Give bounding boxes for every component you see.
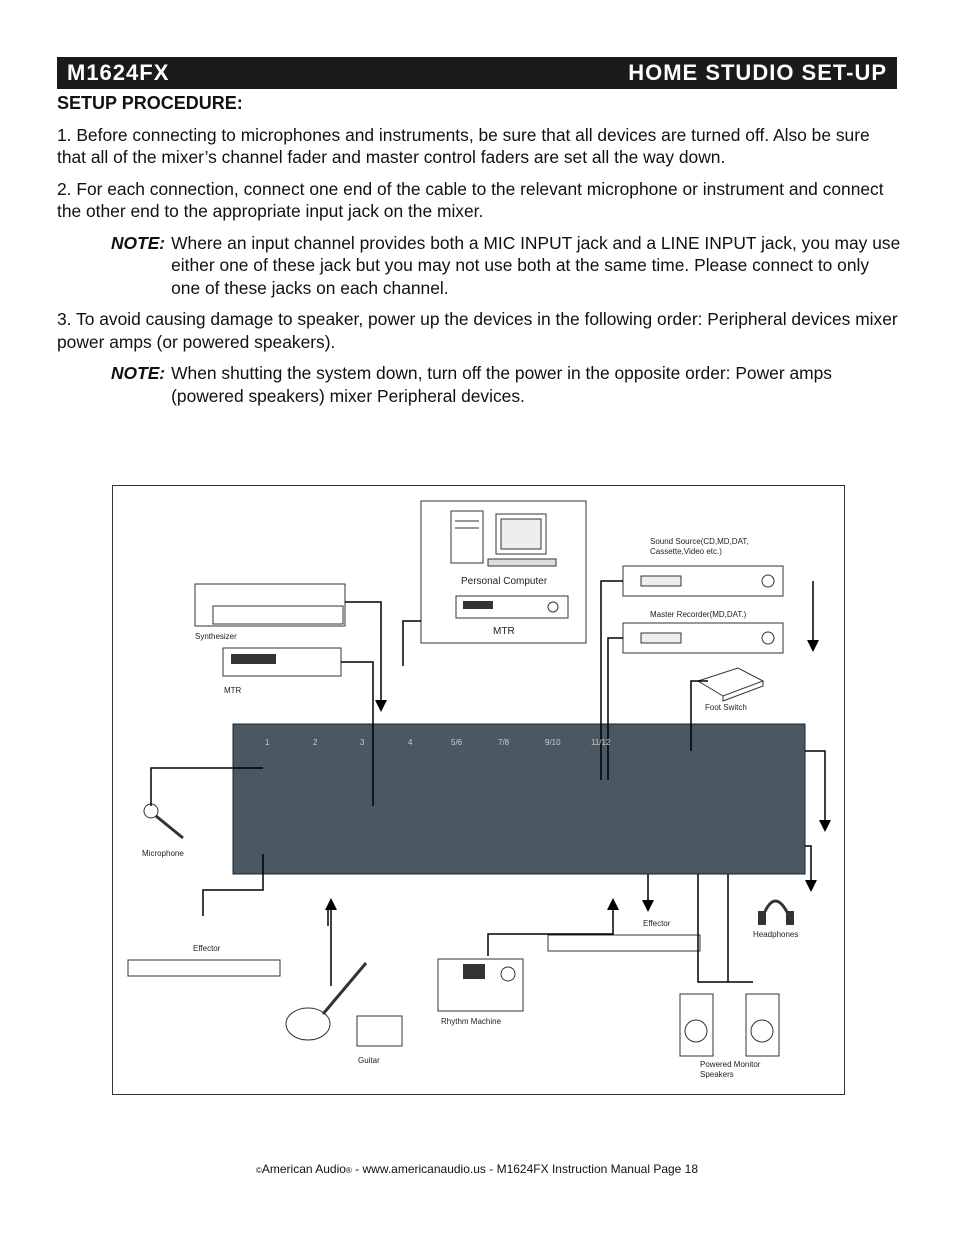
website: www.americanaudio.us	[362, 1162, 486, 1176]
mtr-top-icon	[455, 595, 569, 619]
diagram-drawing	[127, 500, 831, 1057]
personal-computer-icon	[450, 510, 557, 567]
footer-sep-1: -	[351, 1162, 363, 1176]
rhythm-machine-icon	[437, 958, 524, 1012]
step-2: 2. For each connection, connect one end …	[57, 178, 884, 222]
foot-switch-label: Foot Switch	[705, 703, 747, 712]
guitar-label: Guitar	[358, 1056, 380, 1065]
channel-1-label: 1	[265, 738, 270, 747]
foot-switch-icon	[696, 667, 765, 702]
effector-right-label: Effector	[643, 919, 671, 928]
copyright-symbol: ©	[255, 1166, 262, 1175]
brand: American Audio	[261, 1162, 346, 1176]
powered-monitor-label: Powered Monitor Speakers	[700, 1060, 761, 1079]
channel-3-label: 3	[360, 738, 365, 747]
headphones-label: Headphones	[753, 930, 799, 939]
note-2-label: NOTE:	[111, 363, 166, 383]
channel-78-label: 7/8	[498, 738, 510, 747]
guitar-icon	[285, 962, 403, 1047]
synthesizer-label: Synthesizer	[195, 632, 237, 641]
manual-page: M1624FX Instruction Manual Page 18	[496, 1162, 699, 1176]
note-1: NOTE: Where an input channel provides bo…	[111, 232, 902, 300]
model-title: M1624FX	[67, 60, 170, 85]
note-2: NOTE: When shutting the system down, tur…	[111, 362, 902, 407]
cables	[150, 580, 831, 986]
page-header: M1624FX HOME STUDIO SET-UP	[57, 57, 897, 89]
page-footer: ©American Audio® - www.americanaudio.us …	[0, 1162, 954, 1176]
headphones-icon	[758, 899, 794, 925]
channel-2-label: 2	[313, 738, 318, 747]
effector-left-label: Effector	[193, 944, 221, 953]
effector-right-icon	[547, 934, 701, 952]
registered-symbol: ®	[345, 1166, 352, 1175]
speakers-icon	[679, 993, 780, 1057]
personal-computer-label: Personal Computer	[461, 576, 548, 587]
microphone-icon	[143, 803, 184, 840]
note-1-text: Where an input channel provides both a M…	[171, 232, 901, 298]
step-3: 3. To avoid causing damage to speaker, p…	[57, 309, 898, 352]
mixer-icon	[232, 723, 806, 875]
master-recorder-icon	[622, 622, 784, 654]
step-1: 1. Before connecting to microphones and …	[57, 124, 870, 168]
microphone-label: Microphone	[142, 849, 184, 858]
channel-1112-label: 11/12	[591, 738, 611, 747]
mtr-left-icon	[222, 647, 342, 677]
footer-sep-2: -	[485, 1162, 497, 1176]
synthesizer-icon	[194, 583, 346, 627]
note-1-label: NOTE:	[111, 232, 166, 253]
master-recorder-label: Master Recorder(MD,DAT.)	[650, 610, 747, 619]
section-heading: HOME STUDIO SET-UP	[628, 60, 887, 85]
studio-diagram: Personal Computer MTR Sound Source(CD,MD…	[112, 485, 845, 1095]
note-2-text: When shutting the system down, turn off …	[171, 363, 832, 406]
rhythm-machine-label: Rhythm Machine	[441, 1017, 502, 1026]
channel-4-label: 4	[408, 738, 413, 747]
setup-procedure: SETUP PROCEDURE: 1. Before connecting to…	[57, 92, 902, 416]
mtr-top-label: MTR	[493, 626, 515, 637]
channel-910-label: 9/10	[545, 738, 561, 747]
mtr-left-label: MTR	[224, 686, 242, 695]
setup-title: SETUP PROCEDURE:	[57, 93, 243, 113]
channel-56-label: 5/6	[451, 738, 463, 747]
sound-source-label: Sound Source(CD,MD,DAT, Cassette,Video e…	[650, 537, 749, 556]
effector-left-icon	[127, 959, 281, 977]
sound-source-icon	[622, 565, 784, 597]
